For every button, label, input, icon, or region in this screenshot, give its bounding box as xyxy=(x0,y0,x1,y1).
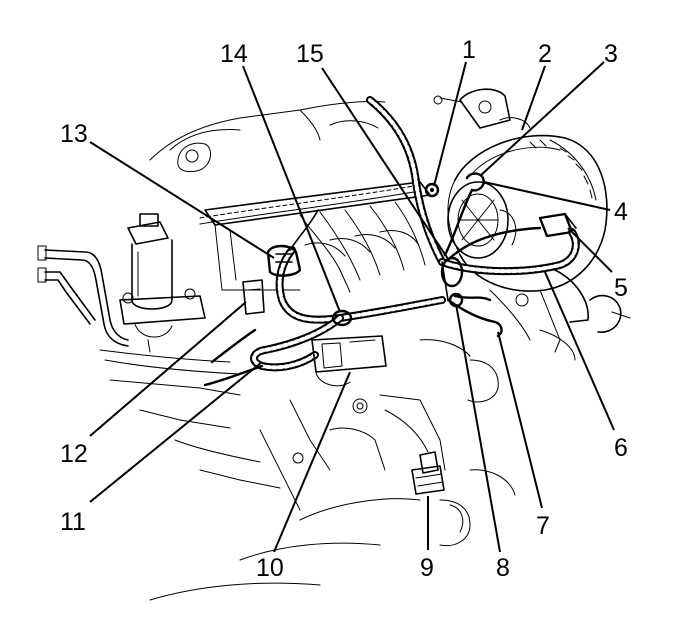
leader-3 xyxy=(479,61,605,177)
callout-7: 7 xyxy=(536,512,550,540)
callout-4: 4 xyxy=(614,198,628,226)
leader-11 xyxy=(89,361,263,503)
callout-11: 11 xyxy=(60,508,86,536)
callout-9: 9 xyxy=(420,554,434,582)
callout-15: 15 xyxy=(296,40,324,68)
engine-line-art xyxy=(37,88,631,601)
leader-lines xyxy=(89,61,615,553)
leader-8 xyxy=(455,303,501,553)
callout-1: 1 xyxy=(462,36,476,64)
leader-14 xyxy=(242,65,341,313)
leader-4 xyxy=(483,181,611,211)
callout-10: 10 xyxy=(256,554,284,582)
leader-13 xyxy=(89,141,275,259)
leader-7 xyxy=(497,331,543,509)
callout-6: 6 xyxy=(614,434,628,462)
callout-2: 2 xyxy=(538,40,552,68)
leader-2 xyxy=(521,65,546,131)
leader-6 xyxy=(544,271,615,431)
callout-8: 8 xyxy=(496,554,510,582)
leader-12 xyxy=(89,301,247,437)
leader-5 xyxy=(567,227,613,273)
leader-15 xyxy=(321,67,451,263)
callout-5: 5 xyxy=(614,274,628,302)
callout-14: 14 xyxy=(220,40,248,68)
callout-numbers: 1 2 3 4 5 6 7 8 9 10 11 12 13 14 15 xyxy=(60,36,628,582)
callout-12: 12 xyxy=(60,440,88,468)
leader-10 xyxy=(273,371,351,553)
callout-13: 13 xyxy=(60,120,88,148)
leader-1 xyxy=(433,61,467,187)
callout-3: 3 xyxy=(604,40,618,68)
